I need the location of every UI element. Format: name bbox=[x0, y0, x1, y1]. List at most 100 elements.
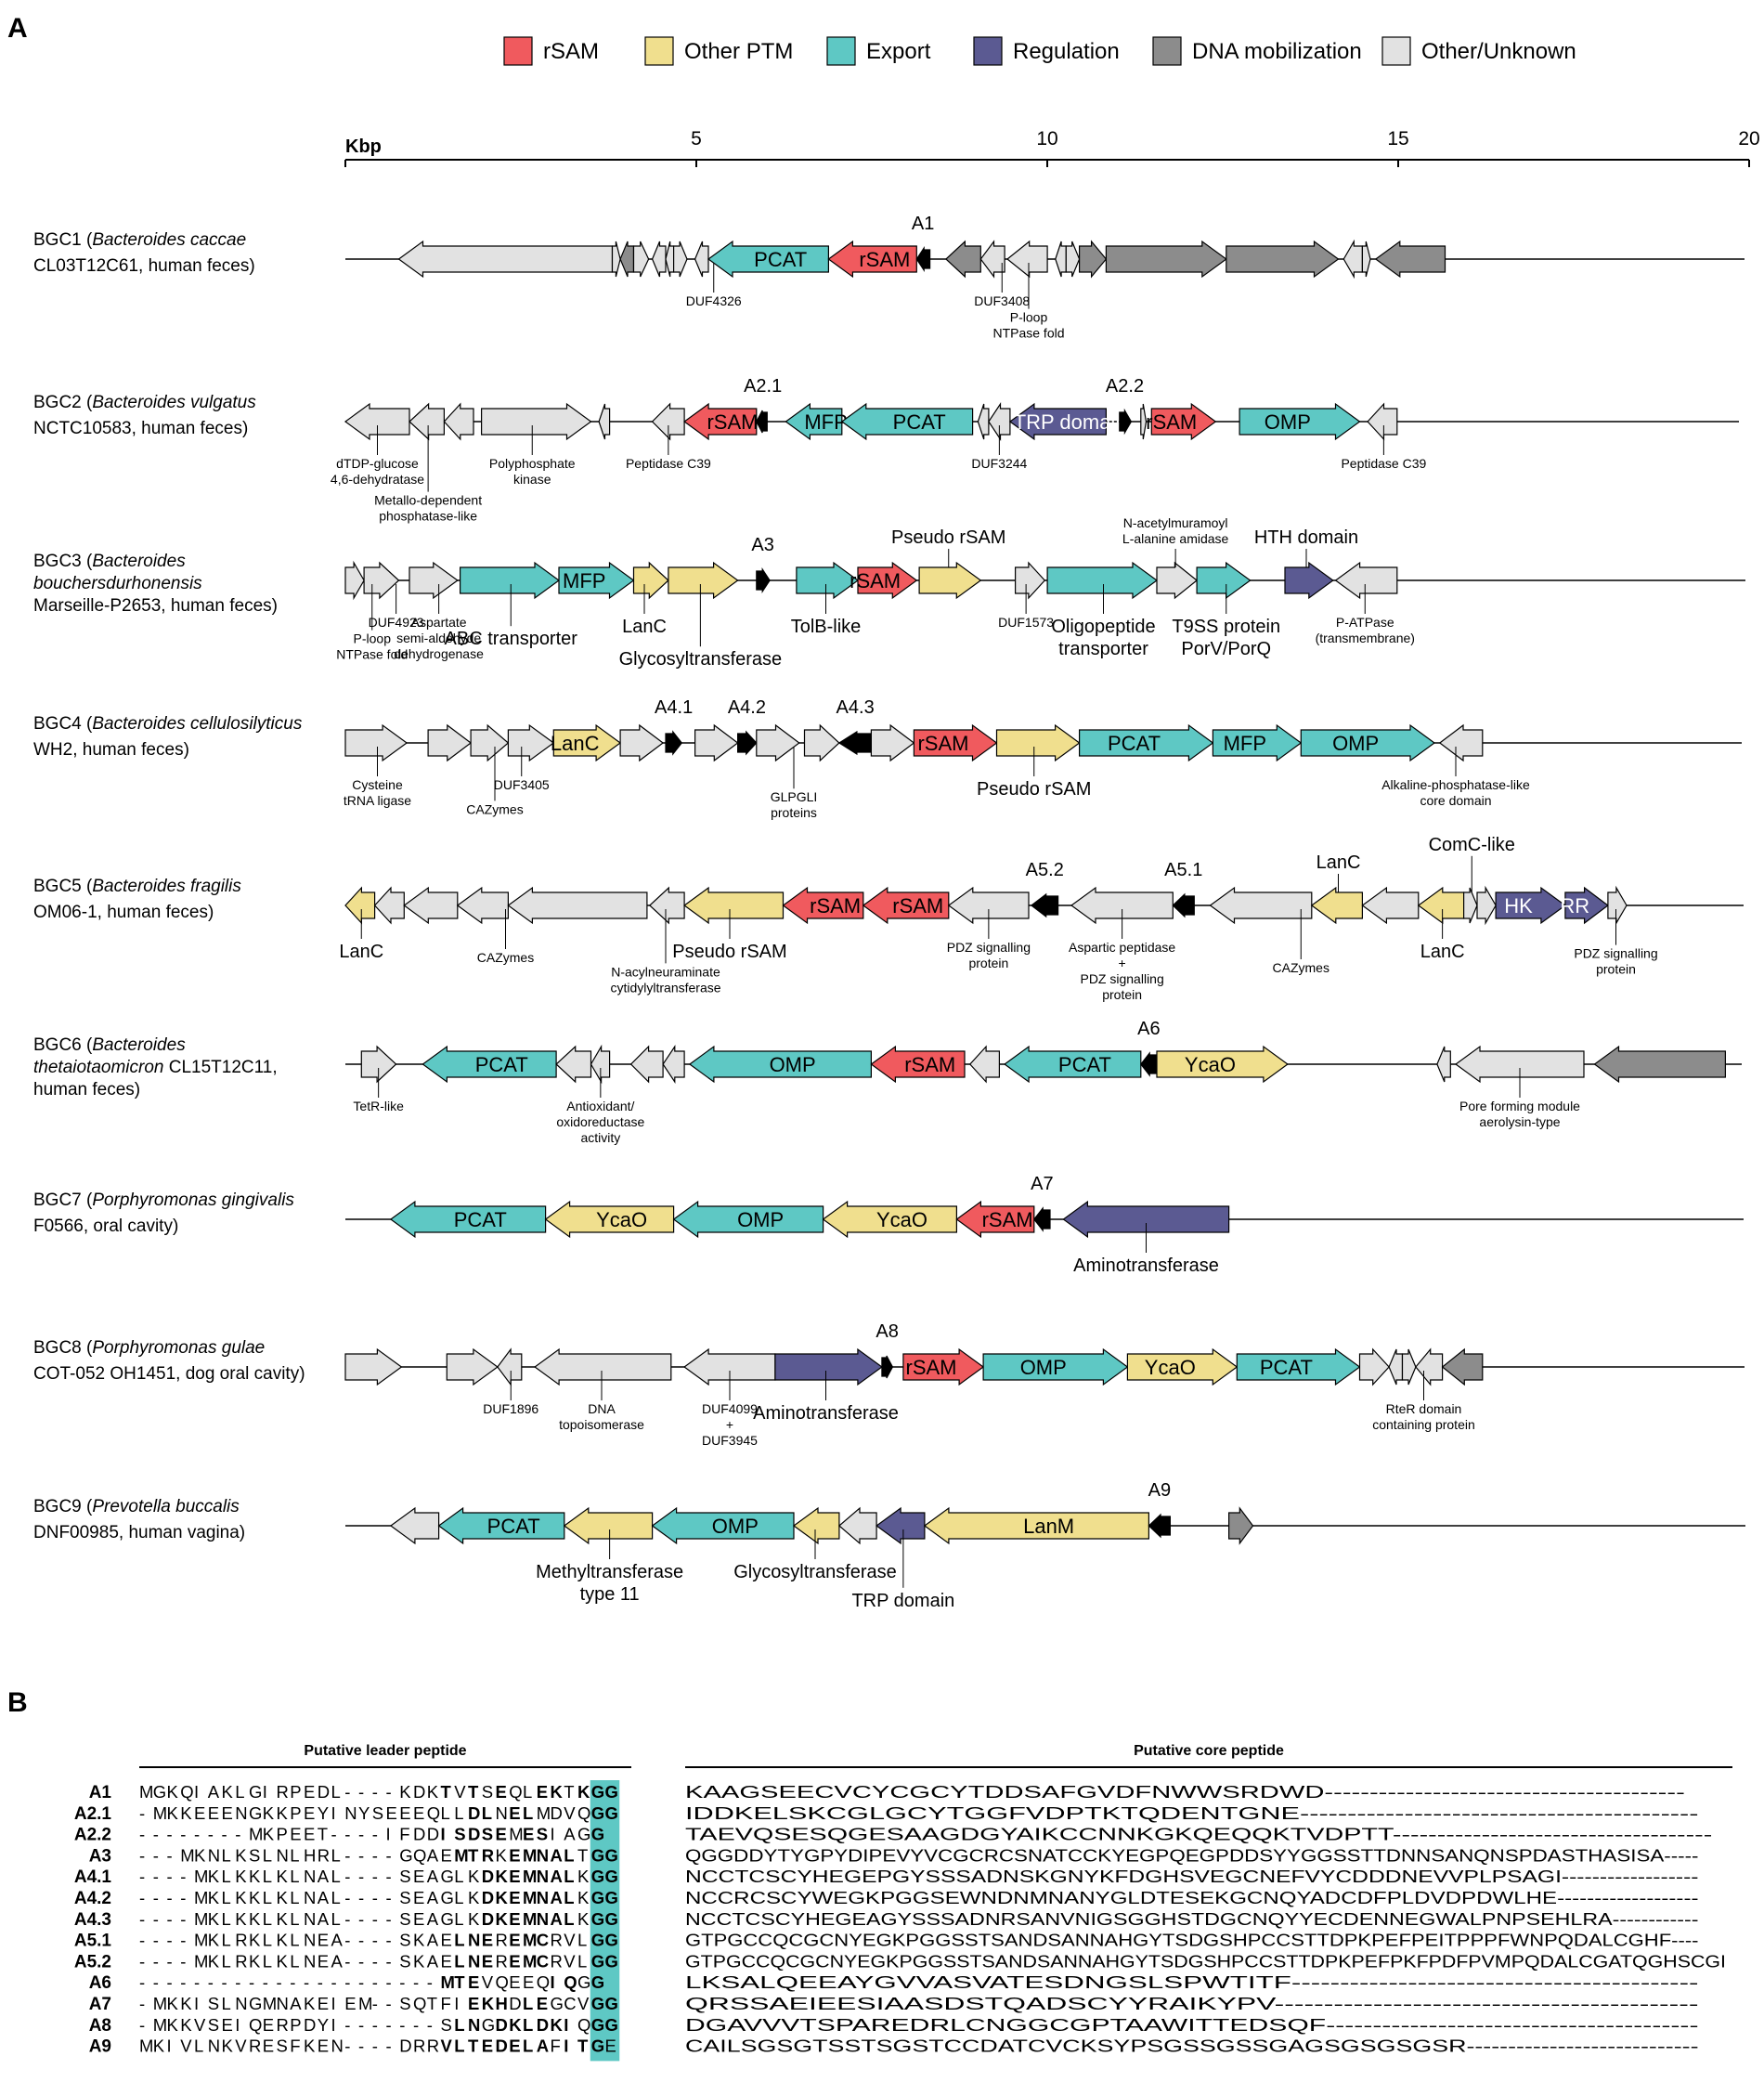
residue: - bbox=[139, 1888, 145, 1907]
residue: M bbox=[139, 1782, 153, 1802]
gene-annotation: DUF3408 bbox=[974, 293, 1030, 308]
gene-arrow-g bbox=[876, 1506, 926, 1545]
residue: - bbox=[139, 1867, 145, 1886]
residue: S bbox=[482, 1782, 493, 1802]
gene-label: RR bbox=[1560, 894, 1589, 917]
residue: K bbox=[249, 1867, 261, 1886]
residue: P bbox=[290, 1782, 301, 1802]
residue: K bbox=[235, 1867, 247, 1886]
residue: H bbox=[496, 1994, 508, 2013]
gene-arrow-m bbox=[1593, 1045, 1727, 1084]
residue: E bbox=[208, 1803, 219, 1823]
gene-arrow-u bbox=[1140, 403, 1148, 440]
gene-arrow-u bbox=[403, 886, 459, 925]
gene-label: YcaO bbox=[1185, 1053, 1236, 1076]
scale-tick-label: 15 bbox=[1387, 128, 1408, 150]
gene-label: PCAT bbox=[1058, 1053, 1111, 1076]
residue: Q bbox=[577, 2015, 590, 2035]
residue: L bbox=[290, 1867, 299, 1886]
gene-annotation: containing protein bbox=[1372, 1417, 1475, 1432]
residue: S bbox=[208, 2015, 219, 2035]
residue: - bbox=[331, 1972, 337, 1992]
residue: I bbox=[564, 2015, 568, 2035]
residue: F bbox=[551, 2036, 561, 2056]
gene-arrow-u bbox=[1607, 885, 1628, 926]
residue: - bbox=[386, 1951, 392, 1971]
residue: D bbox=[509, 1994, 521, 2013]
bgc-row-3: BGC3 (BacteroidesbouchersdurhonensisMars… bbox=[33, 515, 1745, 670]
gene-annotation: Pseudo rSAM bbox=[977, 779, 1091, 800]
residue: - bbox=[235, 1972, 240, 1992]
gene-arrow-u bbox=[598, 403, 611, 440]
residue: L bbox=[222, 1994, 231, 2013]
legend-swatch-3 bbox=[973, 36, 1003, 66]
residue: L bbox=[290, 1909, 299, 1929]
gene-arrow-u bbox=[632, 241, 650, 278]
gene-label: rSAM bbox=[810, 894, 861, 917]
residue: - bbox=[386, 1972, 392, 1992]
residue: A bbox=[551, 1909, 563, 1929]
residue: R bbox=[277, 2015, 289, 2035]
residue: A bbox=[551, 1845, 563, 1865]
residue: K bbox=[235, 1909, 247, 1929]
precursor-peptide-label: A6 bbox=[1137, 1019, 1160, 1039]
residue: D bbox=[413, 1782, 425, 1802]
gene-label: PCAT bbox=[1108, 732, 1161, 755]
alignment-row-label: A5.2 bbox=[74, 1952, 111, 1971]
core-sequence: NCCRCSCYWEGKPGGSEWNDNMNANYGLDTESEKGCNQYA… bbox=[685, 1888, 1699, 1907]
residue: E bbox=[509, 1803, 520, 1823]
residue: - bbox=[344, 2015, 350, 2035]
residue: K bbox=[577, 1782, 590, 1802]
residue: G bbox=[153, 1782, 166, 1802]
residue: M bbox=[358, 1994, 372, 2013]
bgc-name: BGC4 ( bbox=[33, 714, 93, 734]
gene-arrow-p bbox=[923, 1506, 1150, 1545]
gene-annotation: DUF3244 bbox=[971, 456, 1027, 471]
residue: L bbox=[263, 1845, 272, 1865]
residue: K bbox=[208, 1931, 220, 1950]
residue: L bbox=[263, 1867, 272, 1886]
residue: R bbox=[427, 2036, 439, 2056]
gene-arrow-e bbox=[422, 1045, 557, 1084]
gene-arrow-u bbox=[1334, 561, 1398, 600]
gene-arrow-k bbox=[756, 566, 771, 594]
residue: N bbox=[304, 1888, 316, 1907]
precursor-peptide-label: A9 bbox=[1148, 1480, 1171, 1501]
residue: T bbox=[441, 1782, 452, 1802]
residue: - bbox=[344, 1782, 350, 1802]
residue: A bbox=[331, 1951, 344, 1971]
gene-label: rSAM bbox=[904, 1053, 955, 1076]
residue: M bbox=[523, 1867, 537, 1886]
legend-label-2: Export bbox=[866, 39, 931, 64]
gene-label: LanC bbox=[551, 732, 600, 755]
residue: M bbox=[523, 1845, 537, 1865]
gene-label: rSAM bbox=[859, 248, 910, 271]
gene-annotation: DUF1573 bbox=[998, 615, 1054, 630]
residue: - bbox=[139, 1994, 145, 2013]
gene-annotation: Peptidase C39 bbox=[626, 456, 711, 471]
residue: K bbox=[208, 1909, 220, 1929]
residue: A bbox=[208, 1782, 220, 1802]
gene-arrow-u bbox=[443, 402, 474, 441]
gene-label: OMP bbox=[1332, 732, 1379, 755]
gene-arrow-r bbox=[955, 1200, 1035, 1239]
bgc-name: BGC6 ( bbox=[33, 1035, 93, 1055]
gene-annotation: Pseudo rSAM bbox=[672, 942, 786, 962]
gene-annotation: P-loop bbox=[354, 631, 392, 646]
residue: - bbox=[208, 1972, 214, 1992]
residue: E bbox=[537, 1994, 548, 2013]
gene-arrow-e bbox=[1078, 723, 1214, 762]
residue: G bbox=[591, 1994, 604, 2013]
residue: A bbox=[551, 1867, 563, 1886]
gene-annotation: Metallo-dependent bbox=[374, 493, 482, 508]
residue: Y bbox=[318, 1803, 329, 1823]
gene-arrow-e bbox=[785, 402, 843, 441]
gene-arrow-k bbox=[881, 1355, 894, 1379]
residue: E bbox=[523, 1825, 534, 1844]
residue: Q bbox=[180, 1782, 193, 1802]
residue: L bbox=[454, 1888, 463, 1907]
residue: - bbox=[139, 1972, 145, 1992]
